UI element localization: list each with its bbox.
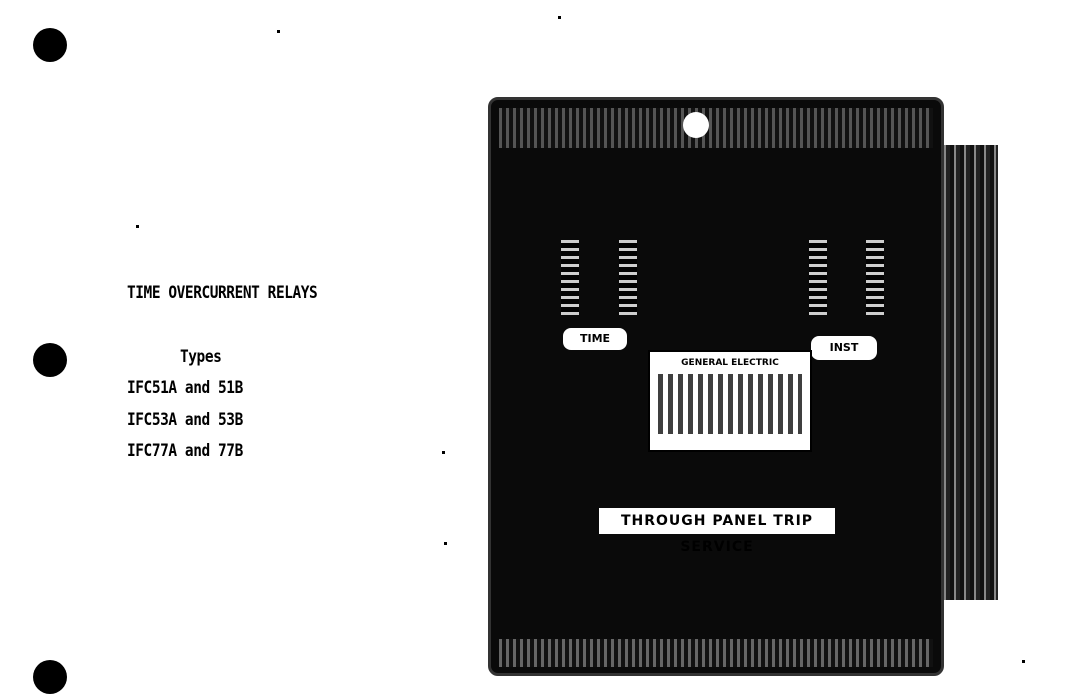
terminal-block — [809, 240, 827, 315]
terminal-block — [866, 240, 884, 315]
scan-speck — [442, 451, 445, 454]
time-label: TIME — [563, 328, 627, 350]
scan-speck — [444, 542, 447, 545]
punch-hole — [33, 343, 67, 377]
scan-speck — [277, 30, 280, 33]
type-item: IFC51A and 51B — [127, 378, 243, 398]
nameplate-ratings — [658, 374, 802, 434]
type-item: IFC77A and 77B — [127, 441, 243, 461]
punch-hole — [33, 28, 67, 62]
terminal-block — [619, 240, 637, 315]
relay-top-frame — [499, 108, 933, 148]
type-item: IFC53A and 53B — [127, 410, 243, 430]
punch-hole — [33, 660, 67, 694]
relay-photo: TIME INST GENERAL ELECTRIC THROUGH PANEL… — [488, 97, 944, 676]
relay-case-side — [940, 145, 998, 600]
inst-label: INST — [811, 336, 877, 360]
document-title: TIME OVERCURRENT RELAYS — [127, 283, 318, 303]
relay-strip: THROUGH PANEL TRIP SERVICE — [599, 508, 835, 555]
nameplate-text: GENERAL ELECTRIC — [681, 358, 779, 368]
scan-speck — [136, 225, 139, 228]
terminal-block — [561, 240, 579, 315]
scan-speck — [558, 16, 561, 19]
scan-speck — [1022, 660, 1025, 663]
types-heading: Types — [180, 347, 222, 367]
nameplate: GENERAL ELECTRIC — [648, 350, 812, 452]
relay-knob — [683, 112, 709, 138]
relay-bottom-frame — [499, 639, 933, 667]
